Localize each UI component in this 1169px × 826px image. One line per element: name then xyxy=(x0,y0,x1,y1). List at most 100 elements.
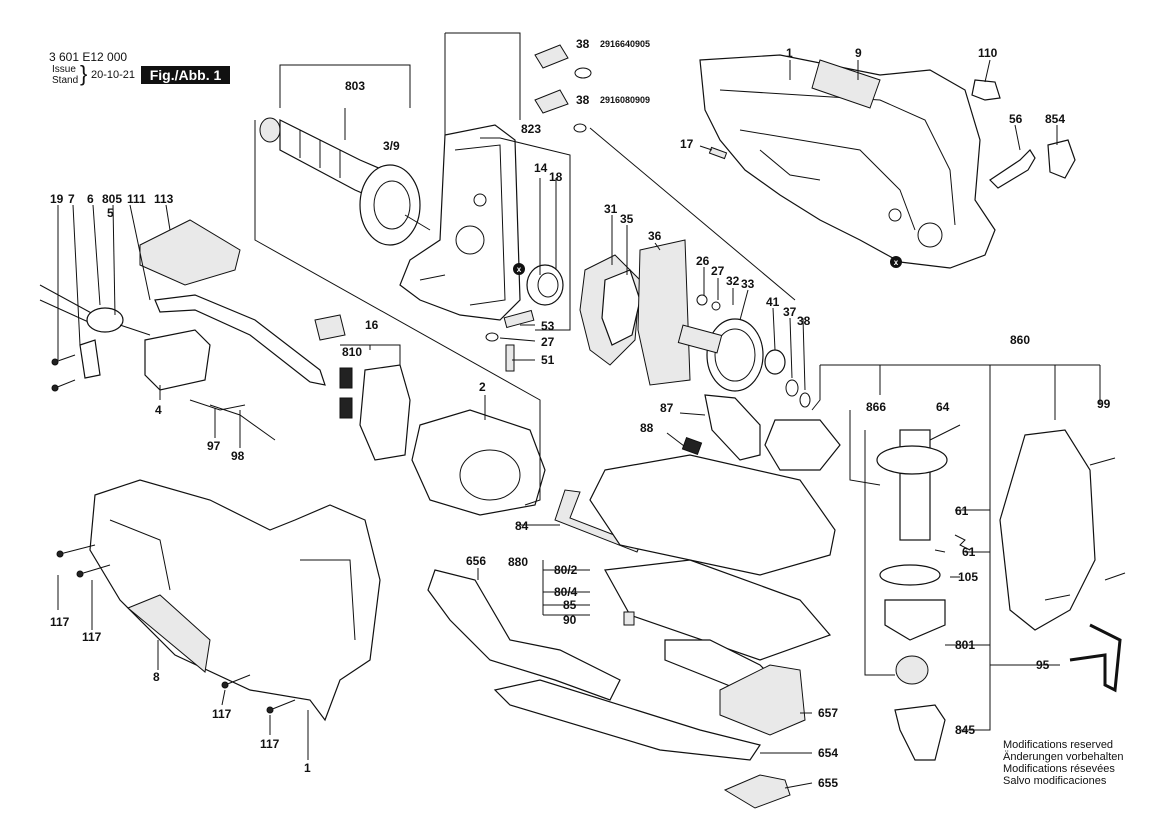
lever-part xyxy=(989,149,1036,189)
document-number: 3 601 E12 000 xyxy=(49,50,128,64)
switch-part xyxy=(144,329,211,391)
callout: 4 xyxy=(155,403,162,417)
callout: 6 xyxy=(87,192,94,206)
screw-19-part xyxy=(51,354,76,392)
callout: 880 xyxy=(508,555,528,569)
callout: 655 xyxy=(818,776,838,790)
callout: 97 xyxy=(207,439,221,453)
callout: 61 xyxy=(955,504,969,518)
callout: 36 xyxy=(648,229,662,243)
bearing-41-part xyxy=(764,349,786,375)
pin-17-part xyxy=(708,146,728,160)
callout: 9 xyxy=(855,46,862,60)
plate-655-part xyxy=(723,774,791,809)
cable-part xyxy=(39,284,151,336)
callout: 31 xyxy=(604,202,618,216)
gear-housing-part xyxy=(399,124,521,321)
callout: 805 xyxy=(102,192,122,206)
callout: 64 xyxy=(936,400,950,414)
order-number: 2916640905 xyxy=(600,39,650,49)
marker-x-1: x xyxy=(513,263,525,275)
callout: 27 xyxy=(711,264,725,278)
callout: 87 xyxy=(660,401,674,415)
guard-657-part xyxy=(719,664,806,736)
ring-38c-part xyxy=(799,392,811,408)
marker-x-2: x xyxy=(890,256,902,268)
issue-brace: } xyxy=(80,61,88,86)
pendulum-part xyxy=(876,424,961,761)
callout: 111 xyxy=(127,192,146,206)
callout: 38 xyxy=(576,93,590,107)
callout: 117 xyxy=(260,737,280,751)
callout: 810 xyxy=(342,345,362,359)
screw-99b-part xyxy=(1104,572,1126,581)
pin-51-part xyxy=(505,344,515,372)
callout: 14 xyxy=(534,161,548,175)
callout: 95 xyxy=(1036,658,1050,672)
field-part xyxy=(411,409,546,516)
callout: 38 xyxy=(576,37,590,51)
screw-99c-part xyxy=(1044,594,1071,601)
callout: 37 xyxy=(783,305,797,319)
bolt-53-part xyxy=(503,309,535,329)
callout: 854 xyxy=(1045,112,1065,126)
callout: 80/2 xyxy=(554,563,578,577)
plate-35-part xyxy=(601,269,641,346)
connector-part xyxy=(314,314,346,341)
nut-88-part xyxy=(681,436,703,456)
callout: 860 xyxy=(1010,333,1030,347)
cover-654-part xyxy=(493,679,761,761)
callout: 51 xyxy=(541,353,555,367)
screw-99-part xyxy=(1089,457,1116,466)
gear-33-part xyxy=(677,318,764,392)
callout: 84 xyxy=(515,519,529,533)
callout: 27 xyxy=(541,335,555,349)
callout: 117 xyxy=(82,630,102,644)
rail-87-part xyxy=(704,394,761,461)
issue-date: 20-10-21 xyxy=(91,69,136,81)
plate-36-part xyxy=(637,239,691,386)
screws-117-part xyxy=(56,544,296,714)
cable-clamp-part xyxy=(79,339,101,379)
callout: 56 xyxy=(1009,112,1023,126)
bearing-part xyxy=(526,264,564,306)
knob-part xyxy=(1047,139,1076,179)
washer-26-part xyxy=(696,294,708,306)
callout: 98 xyxy=(231,449,245,463)
housing-half-part xyxy=(89,479,381,722)
callout: 33 xyxy=(741,277,755,291)
callout: 823 xyxy=(521,122,541,136)
callout: 38 xyxy=(797,314,811,328)
slider-111-part xyxy=(154,294,326,386)
callout: 85 xyxy=(563,598,577,612)
callout: 801 xyxy=(955,638,975,652)
leader-lines xyxy=(57,32,1101,789)
callout: 2 xyxy=(479,380,486,394)
callout: 80/4 xyxy=(554,585,578,599)
screw-85-part xyxy=(623,611,635,626)
issue-label: Issue Stand xyxy=(52,64,79,86)
svg-text:x: x xyxy=(894,258,899,267)
pcb-113-part xyxy=(139,219,241,286)
callout: 866 xyxy=(866,400,886,414)
callout: 110 xyxy=(978,46,998,60)
callout: 845 xyxy=(955,723,975,737)
callout: 17 xyxy=(680,137,694,151)
cover-99-part xyxy=(999,429,1096,631)
callout: 35 xyxy=(620,212,634,226)
callout: 16 xyxy=(365,318,379,332)
extraction-hose-part xyxy=(427,569,621,701)
brush-holder-part xyxy=(359,364,411,461)
switch-cap-part xyxy=(971,79,1001,101)
callout: 1 xyxy=(786,46,793,60)
callout: 1 xyxy=(304,761,311,775)
callout: 117 xyxy=(212,707,232,721)
figure-label: Fig./Abb. 1 xyxy=(141,66,230,84)
carbon-brush-part xyxy=(339,397,353,419)
callout: 32 xyxy=(726,274,740,288)
callout: 18 xyxy=(549,170,563,184)
callout: 117 xyxy=(50,615,70,629)
callout: 90 xyxy=(563,613,577,627)
label-8-part xyxy=(127,594,211,673)
